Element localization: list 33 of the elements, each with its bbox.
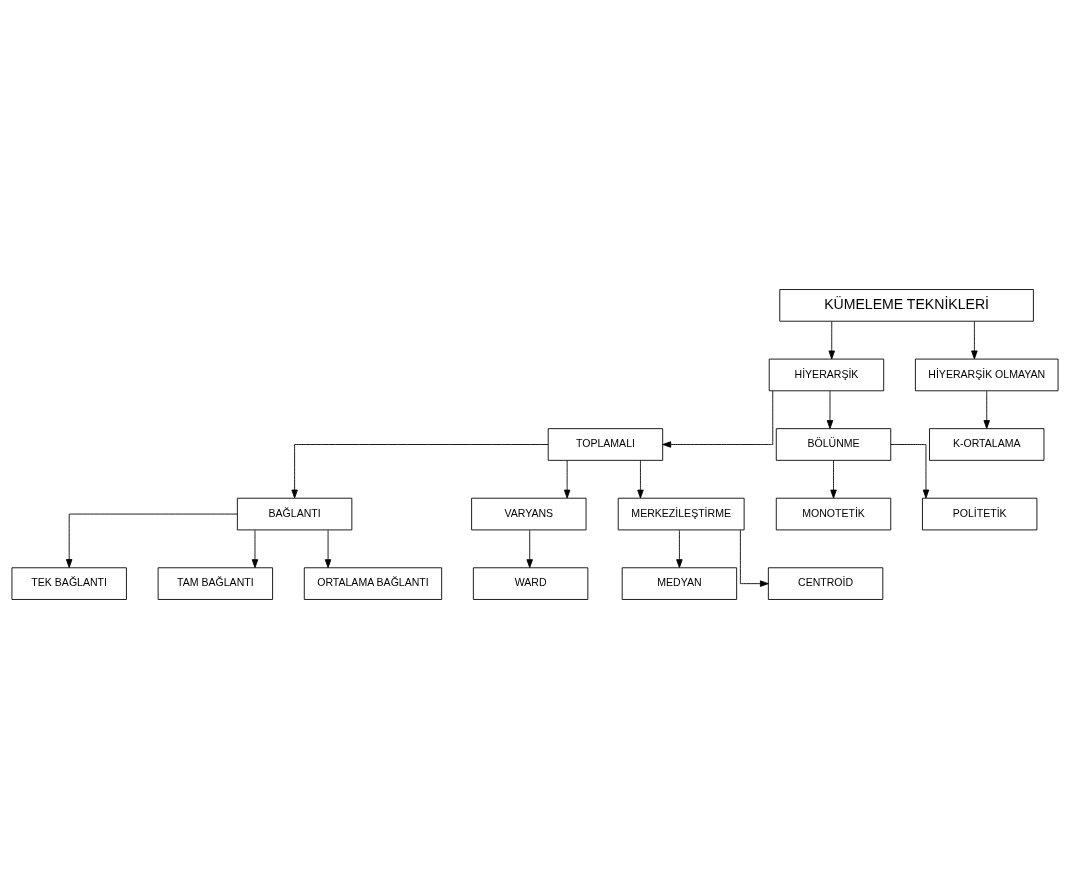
arrow bbox=[983, 390, 990, 429]
arrow bbox=[637, 459, 644, 498]
node-box: ORTALAMA BAĞLANTI bbox=[303, 566, 443, 600]
node-box: MERKEZİLEŞTİRME bbox=[617, 497, 745, 530]
arrow bbox=[739, 529, 769, 587]
node-box: BÖLÜNME bbox=[775, 427, 892, 461]
arrow bbox=[662, 390, 774, 448]
node-box: BAĞLANTI bbox=[236, 497, 353, 530]
node-box: WARD bbox=[472, 566, 589, 600]
node-box: TOPLAMALI bbox=[547, 427, 664, 461]
arrow bbox=[676, 529, 683, 568]
node-box: K-ORTALAMA bbox=[929, 427, 1045, 461]
arrow bbox=[526, 529, 533, 568]
arrow bbox=[563, 459, 571, 498]
node-box: HİYERARŞİK bbox=[768, 358, 885, 391]
arrow bbox=[828, 320, 835, 359]
arrow bbox=[890, 443, 930, 498]
node-box: MONOTETİK bbox=[775, 497, 892, 530]
arrow bbox=[971, 320, 978, 359]
arrow bbox=[291, 443, 549, 498]
node-box: HİYERARŞİK OLMAYAN bbox=[914, 358, 1059, 391]
node-box: CENTROİD bbox=[767, 566, 884, 600]
node-box: POLİTETİK bbox=[922, 497, 1038, 530]
node-box: VARYANS bbox=[471, 497, 587, 530]
arrow bbox=[65, 513, 238, 568]
arrow bbox=[830, 459, 837, 498]
arrow bbox=[324, 529, 332, 568]
node-box: TAM BAĞLANTI bbox=[157, 566, 274, 600]
node-box: MEDYAN bbox=[621, 566, 738, 600]
node-box: KÜMELEME TEKNİKLERİ bbox=[779, 288, 1034, 322]
arrow bbox=[826, 390, 834, 429]
arrow bbox=[251, 529, 259, 568]
node-box: TEK BAĞLANTI bbox=[11, 566, 127, 600]
